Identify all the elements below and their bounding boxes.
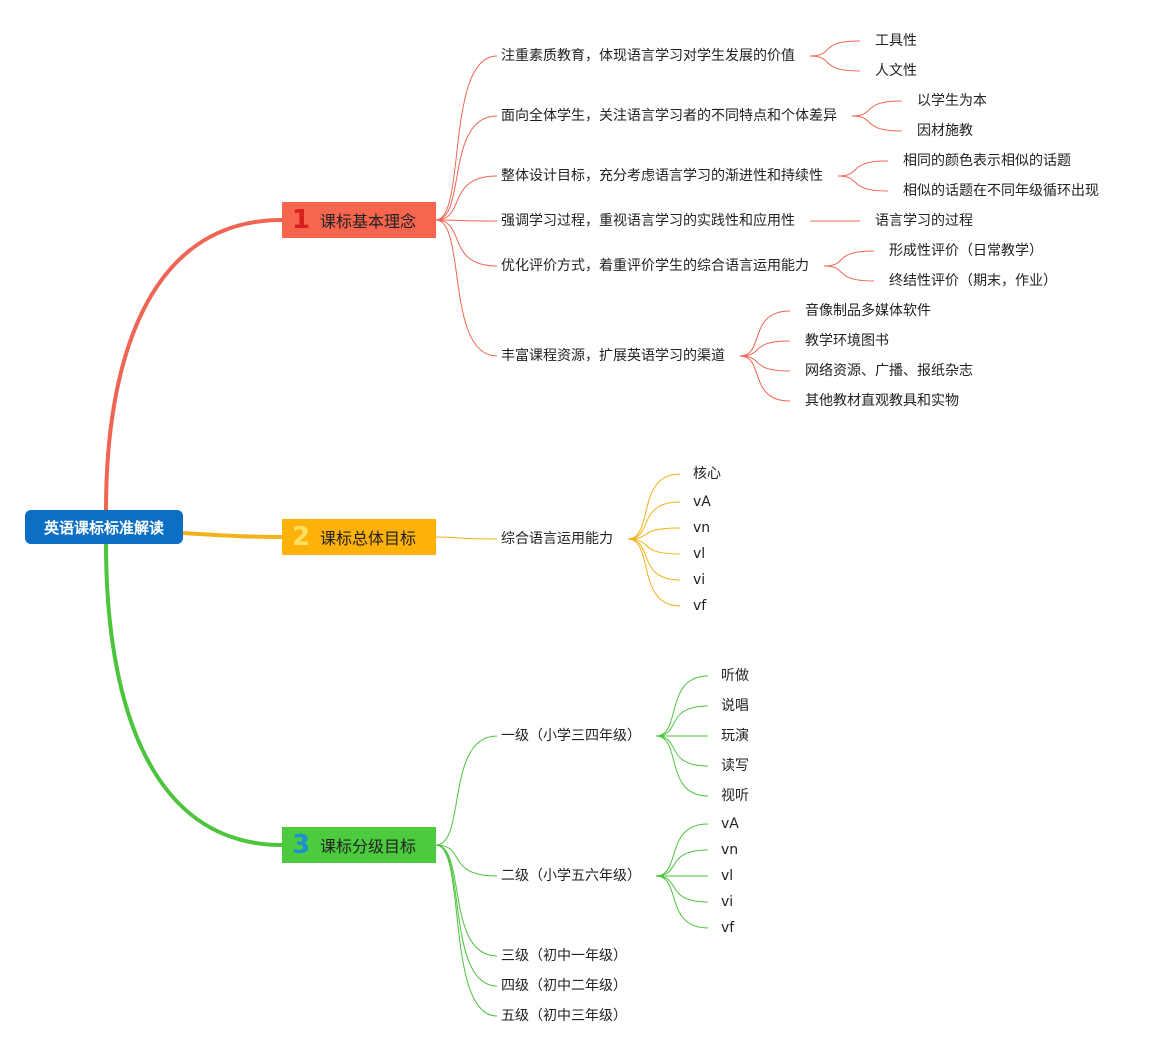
subtopic-connector (655, 735, 709, 797)
topic-node[interactable]: 四级（初中二年级） (501, 978, 627, 994)
topic-connector (435, 115, 498, 221)
topic-node[interactable]: 面向全体学生，关注语言学习者的不同特点和个体差异 (501, 108, 837, 124)
subtopic-connector (809, 40, 861, 57)
branch-node-2[interactable]: 2 课标总体目标 (282, 519, 436, 555)
subtopic-connector (655, 675, 709, 737)
subtopic-node[interactable]: 音像制品多媒体软件 (805, 303, 931, 319)
number-three-icon: 3 (291, 830, 311, 860)
subtopic-connector (851, 100, 903, 117)
topic-connector (435, 219, 498, 267)
topic-connector (435, 55, 498, 221)
branch-label: 课标总体目标 (320, 529, 417, 548)
subtopic-node[interactable]: 玩演 (721, 728, 749, 744)
topic-connector (435, 844, 498, 987)
subtopic-node[interactable]: vf (693, 598, 707, 614)
subtopic-node[interactable]: 语言学习的过程 (875, 213, 973, 229)
branch-label: 课标基本理念 (320, 212, 417, 231)
subtopic-connector (739, 355, 791, 402)
subtopic-node[interactable]: vn (693, 520, 711, 536)
subtopic-connector (655, 823, 709, 877)
topic-connector (435, 536, 498, 540)
root-connector-1 (104, 218, 283, 511)
subtopic-node[interactable]: 说唱 (721, 698, 749, 714)
subtopic-node[interactable]: 其他教材直观教具和实物 (805, 393, 959, 409)
subtopic-connector (655, 735, 709, 767)
branch-label: 课标分级目标 (320, 837, 417, 856)
topic-node[interactable]: 三级（初中一年级） (501, 948, 627, 964)
subtopic-node[interactable]: vi (721, 894, 734, 910)
subtopic-node[interactable]: 形成性评价（日常教学） (889, 243, 1043, 259)
subtopic-connector (627, 501, 681, 540)
subtopic-connector (739, 355, 791, 372)
root-connector-2 (182, 531, 283, 539)
subtopic-node[interactable]: 因材施教 (917, 123, 973, 139)
subtopic-node[interactable]: 工具性 (875, 33, 917, 49)
topic-connector (435, 844, 498, 877)
subtopic-node[interactable]: vA (721, 816, 739, 832)
subtopic-node[interactable]: vi (693, 572, 706, 588)
branch-node-1[interactable]: 1 课标基本理念 (282, 202, 436, 238)
topic-node[interactable]: 强调学习过程，重视语言学习的实践性和应用性 (501, 213, 795, 229)
subtopic-connector (851, 115, 903, 132)
subtopic-node[interactable]: vl (721, 868, 734, 884)
topic-connector (435, 735, 498, 846)
subtopic-connector (837, 160, 889, 177)
subtopic-connector (809, 55, 861, 72)
topic-connector (435, 175, 498, 221)
topic-node[interactable]: 二级（小学五六年级） (501, 868, 641, 884)
subtopic-node[interactable]: vl (693, 546, 706, 562)
subtopic-connector (627, 538, 681, 607)
subtopic-node[interactable]: 视听 (721, 788, 749, 804)
subtopic-node[interactable]: 教学环境图书 (805, 333, 889, 349)
subtopic-connector (627, 527, 681, 540)
subtopic-connector (837, 175, 889, 192)
topic-connector (435, 844, 498, 957)
branch-node-3[interactable]: 3 课标分级目标 (282, 827, 436, 863)
subtopic-connector (655, 875, 709, 929)
topic-node[interactable]: 综合语言运用能力 (501, 531, 613, 547)
subtopic-connector (627, 473, 681, 540)
subtopic-connector (739, 340, 791, 357)
root-node[interactable]: 英语课标标准解读 (25, 510, 183, 544)
subtopic-connector (627, 538, 681, 581)
subtopic-connector (655, 875, 709, 903)
subtopic-connector (655, 849, 709, 877)
topic-connector (435, 219, 498, 357)
number-two-icon: 2 (291, 522, 311, 552)
subtopic-node[interactable]: 终结性评价（期末，作业） (889, 273, 1057, 289)
root-connector-3 (104, 543, 283, 847)
topic-node[interactable]: 丰富课程资源，扩展英语学习的渠道 (501, 348, 725, 364)
topic-connector (435, 844, 498, 1017)
subtopic-node[interactable]: 人文性 (875, 63, 917, 79)
subtopic-node[interactable]: 相同的颜色表示相似的话题 (903, 153, 1071, 169)
subtopic-node[interactable]: 网络资源、广播、报纸杂志 (805, 363, 973, 379)
topic-connector (435, 219, 498, 222)
topic-node[interactable]: 整体设计目标，充分考虑语言学习的渐进性和持续性 (501, 168, 823, 184)
subtopic-connector (655, 705, 709, 737)
topic-node[interactable]: 五级（初中三年级） (501, 1008, 627, 1024)
subtopic-connector (739, 310, 791, 357)
subtopic-connector (823, 250, 875, 267)
subtopic-node[interactable]: 核心 (693, 466, 721, 482)
subtopic-node[interactable]: vf (721, 920, 735, 936)
subtopic-node[interactable]: vA (693, 494, 711, 510)
subtopic-connector (627, 538, 681, 555)
topic-node[interactable]: 一级（小学三四年级） (501, 728, 641, 744)
number-one-icon: 1 (291, 205, 311, 235)
subtopic-node[interactable]: 读写 (721, 758, 749, 774)
subtopic-connector (823, 265, 875, 282)
subtopic-node[interactable]: 听做 (721, 668, 749, 684)
subtopic-node[interactable]: vn (721, 842, 739, 858)
subtopic-node[interactable]: 相似的话题在不同年级循环出现 (903, 183, 1099, 199)
subtopic-node[interactable]: 以学生为本 (917, 93, 987, 109)
topic-node[interactable]: 注重素质教育，体现语言学习对学生发展的价值 (501, 48, 795, 64)
topic-node[interactable]: 优化评价方式，着重评价学生的综合语言运用能力 (501, 258, 809, 274)
